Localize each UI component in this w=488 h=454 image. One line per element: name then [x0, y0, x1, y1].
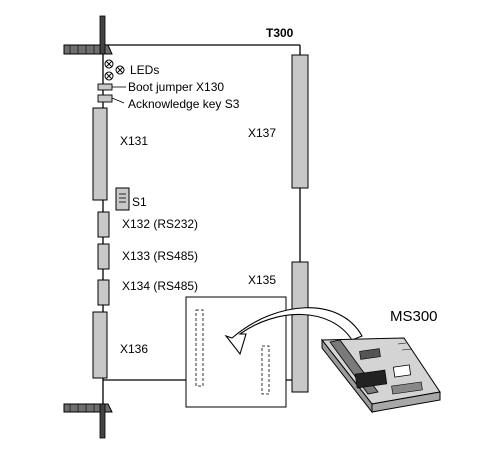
top-handle	[63, 15, 113, 55]
x131-label: X131	[120, 134, 148, 148]
connector-x134	[97, 279, 110, 306]
insertion-arrow-icon	[224, 307, 363, 356]
x136-label: X136	[120, 342, 148, 356]
mezzanine-slot-right	[261, 345, 270, 395]
connector-x137	[291, 54, 309, 189]
acknowledge-key-label: Acknowledge key S3	[128, 97, 240, 111]
boot-jumper-label: Boot jumper X130	[128, 80, 224, 94]
connector-x132	[97, 211, 110, 238]
acknowledge-key-s3	[97, 94, 113, 103]
x133-label: X133 (RS485)	[122, 249, 198, 263]
board-title: T300	[266, 26, 294, 40]
bottom-handle	[63, 403, 113, 439]
acknowledge-key-leader	[111, 97, 125, 104]
module-name: MS300	[390, 308, 438, 325]
leds-label: LEDs	[130, 63, 159, 77]
connector-x135	[291, 261, 309, 393]
x134-label: X134 (RS485)	[122, 279, 198, 293]
connector-x133	[97, 243, 110, 270]
ms300-module	[320, 337, 441, 414]
boot-jumper-x130	[97, 83, 113, 91]
mezzanine-area	[185, 296, 287, 408]
mezzanine-slot-left	[195, 309, 204, 387]
s1-label: S1	[132, 195, 147, 209]
switch-s1	[115, 187, 130, 211]
x132-label: X132 (RS232)	[122, 217, 198, 231]
led-icon	[104, 59, 125, 81]
x135-label: X135	[248, 273, 276, 287]
connector-x136	[92, 311, 108, 379]
x137-label: X137	[248, 126, 276, 140]
connector-x131	[92, 107, 108, 201]
